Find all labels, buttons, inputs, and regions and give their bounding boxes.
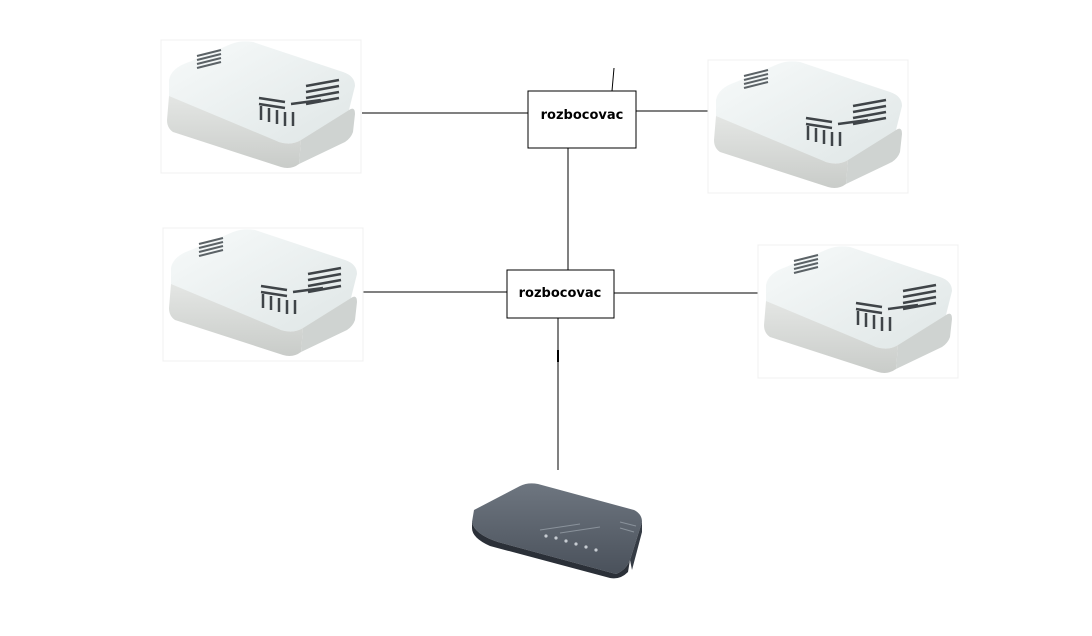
splitter-top-box: [527, 90, 637, 149]
splitter-top: rozbocovac: [527, 90, 637, 149]
modem-top-right: [706, 58, 910, 195]
modem-top-left: [159, 38, 363, 175]
router-bottom: [472, 483, 642, 579]
splitter-middle-box: [506, 269, 615, 319]
splitter-middle: rozbocovac: [506, 269, 615, 319]
link-top-stub: [611, 67, 615, 92]
splitter-top-label: rozbocovac: [541, 108, 624, 123]
modem-middle-right: [756, 243, 960, 380]
connection-lines: [362, 67, 758, 470]
modem-middle-left: [161, 226, 365, 363]
splitter-middle-label: rozbocovac: [519, 286, 602, 301]
